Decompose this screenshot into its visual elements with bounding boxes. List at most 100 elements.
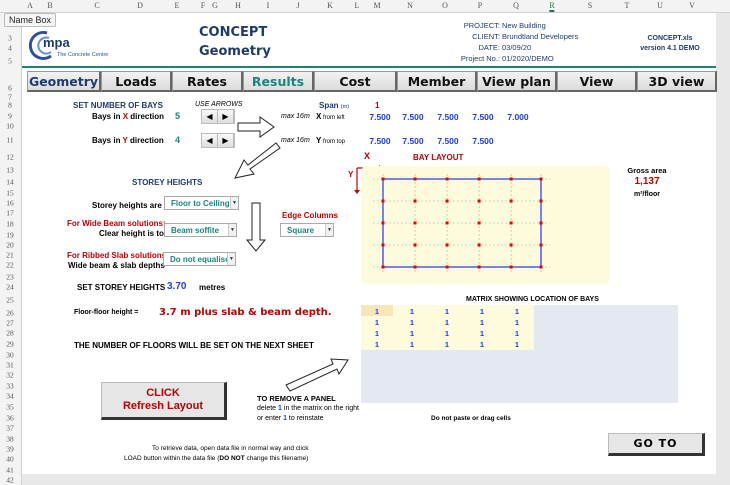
matrix-cell[interactable]: 1 bbox=[409, 318, 415, 327]
horizontal-scroll-area[interactable] bbox=[22, 474, 716, 485]
arrow-left-icon[interactable]: ◀ bbox=[202, 110, 218, 123]
row-header[interactable]: 35 bbox=[6, 402, 14, 412]
row-header[interactable]: 11 bbox=[6, 135, 14, 145]
column-header[interactable]: S bbox=[587, 1, 593, 10]
row-header[interactable]: 41 bbox=[6, 465, 14, 475]
arrow-right-icon[interactable]: ▶ bbox=[218, 110, 234, 123]
row-header[interactable]: 36 bbox=[6, 413, 14, 423]
row-header[interactable]: 40 bbox=[6, 454, 14, 464]
matrix-cell[interactable]: 1 bbox=[514, 340, 520, 349]
tab-rates[interactable]: Rates bbox=[172, 71, 243, 92]
matrix-cell[interactable]: 1 bbox=[444, 340, 450, 349]
tab-loads[interactable]: Loads bbox=[101, 71, 172, 92]
row-header[interactable]: 9 bbox=[8, 111, 12, 121]
row-header[interactable]: 25 bbox=[6, 295, 14, 305]
row-header[interactable]: 29 bbox=[6, 339, 14, 349]
row-header[interactable]: 12 bbox=[6, 152, 14, 162]
tab-cost[interactable]: Cost bbox=[314, 71, 397, 92]
row-header[interactable]: 13 bbox=[6, 165, 14, 175]
matrix-cell[interactable]: 1 bbox=[479, 329, 485, 338]
set-storey-value[interactable]: 3.70 bbox=[167, 281, 187, 292]
project-value[interactable]: New Building bbox=[502, 21, 546, 30]
column-header[interactable]: C bbox=[94, 1, 100, 10]
column-header[interactable]: I bbox=[266, 1, 270, 10]
bays-y-spinner[interactable]: ◀▶ bbox=[201, 133, 235, 148]
matrix-cell[interactable]: 1 bbox=[479, 340, 485, 349]
x-span-value[interactable]: 7.500 bbox=[472, 112, 494, 122]
row-header[interactable]: 7 bbox=[8, 92, 12, 102]
column-header[interactable]: J bbox=[296, 1, 300, 10]
matrix-cell[interactable]: 1 bbox=[514, 318, 520, 327]
row-header[interactable]: 21 bbox=[6, 250, 14, 260]
column-header[interactable]: P bbox=[477, 1, 483, 10]
column-header[interactable]: G bbox=[212, 1, 218, 10]
row-header[interactable]: 39 bbox=[6, 444, 14, 454]
row-header[interactable]: 5 bbox=[8, 56, 12, 66]
column-header[interactable]: O bbox=[442, 1, 448, 10]
chevron-down-icon[interactable]: ▼ bbox=[325, 224, 333, 236]
row-header[interactable]: 33 bbox=[6, 381, 14, 391]
matrix-cell[interactable]: 1 bbox=[479, 318, 485, 327]
column-header[interactable]: B bbox=[47, 1, 53, 10]
matrix-cell[interactable]: 1 bbox=[444, 307, 450, 316]
date-value[interactable]: 03/09/20 bbox=[502, 43, 532, 52]
refresh-layout-button[interactable]: CLICK Refresh Layout bbox=[101, 382, 227, 420]
arrow-right-icon[interactable]: ▶ bbox=[218, 134, 234, 147]
y-span-value[interactable]: 7.500 bbox=[472, 136, 494, 146]
column-header[interactable]: K bbox=[327, 1, 333, 10]
matrix-cell[interactable]: 1 bbox=[514, 307, 520, 316]
row-header[interactable]: 26 bbox=[6, 308, 14, 318]
row-header[interactable]: 22 bbox=[6, 260, 14, 270]
tab-results[interactable]: Results bbox=[243, 71, 314, 92]
matrix-cell[interactable]: 1 bbox=[409, 340, 415, 349]
matrix-cell[interactable]: 1 bbox=[374, 307, 380, 316]
goto-button[interactable]: GO TO bbox=[608, 433, 705, 456]
column-header[interactable]: U bbox=[657, 1, 663, 10]
row-header[interactable]: 38 bbox=[6, 434, 14, 444]
x-span-value[interactable]: 7.000 bbox=[507, 112, 529, 122]
column-header[interactable]: Q bbox=[513, 1, 519, 10]
chevron-down-icon[interactable]: ▼ bbox=[227, 253, 235, 265]
edge-columns-dropdown[interactable]: Square▼ bbox=[280, 223, 334, 237]
row-header[interactable]: 31 bbox=[6, 360, 14, 370]
x-span-value[interactable]: 7.500 bbox=[437, 112, 459, 122]
row-header[interactable]: 32 bbox=[6, 370, 14, 380]
row-header[interactable]: 34 bbox=[6, 391, 14, 401]
x-span-value[interactable]: 7.500 bbox=[369, 112, 391, 122]
matrix-cell[interactable]: 1 bbox=[514, 329, 520, 338]
column-header[interactable]: T bbox=[624, 1, 630, 10]
row-header[interactable]: 28 bbox=[6, 328, 14, 338]
vertical-scroll-area[interactable] bbox=[716, 13, 730, 485]
matrix-cell[interactable]: 1 bbox=[374, 318, 380, 327]
column-header[interactable]: M bbox=[373, 1, 381, 10]
storey-heights-dropdown[interactable]: Floor to Ceiling▼ bbox=[164, 196, 239, 210]
row-header[interactable]: 23 bbox=[6, 272, 14, 282]
projno-value[interactable]: 01/2020/DEMO bbox=[502, 54, 554, 63]
matrix-cell[interactable]: 1 bbox=[374, 329, 380, 338]
column-header[interactable]: H bbox=[235, 1, 241, 10]
matrix-cell[interactable]: 1 bbox=[444, 329, 450, 338]
row-header[interactable]: 10 bbox=[6, 121, 14, 131]
y-span-value[interactable]: 7.500 bbox=[437, 136, 459, 146]
column-header[interactable]: E bbox=[174, 1, 180, 10]
row-header[interactable]: 24 bbox=[6, 282, 14, 292]
matrix-cell[interactable]: 1 bbox=[444, 318, 450, 327]
x-span-value[interactable]: 7.500 bbox=[402, 112, 424, 122]
y-span-value[interactable]: 7.500 bbox=[369, 136, 391, 146]
arrow-left-icon[interactable]: ◀ bbox=[202, 134, 218, 147]
row-header[interactable]: 4 bbox=[8, 43, 12, 53]
tab-member[interactable]: Member bbox=[397, 71, 477, 92]
row-header[interactable]: 16 bbox=[6, 198, 14, 208]
row-header[interactable]: 14 bbox=[6, 177, 14, 187]
bays-x-spinner[interactable]: ◀▶ bbox=[201, 109, 235, 124]
row-header[interactable]: 37 bbox=[6, 423, 14, 433]
row-header[interactable]: 8 bbox=[8, 100, 12, 110]
tab-3d-view[interactable]: 3D view bbox=[637, 71, 717, 92]
depths-dropdown[interactable]: Do not equalise▼ bbox=[163, 252, 236, 266]
column-header[interactable]: V bbox=[689, 1, 695, 10]
row-header[interactable]: 19 bbox=[6, 230, 14, 240]
client-value[interactable]: Brundtland Developers bbox=[502, 32, 579, 41]
row-header[interactable]: 20 bbox=[6, 240, 14, 250]
row-header[interactable]: 18 bbox=[6, 219, 14, 229]
column-header[interactable]: N bbox=[407, 1, 413, 10]
